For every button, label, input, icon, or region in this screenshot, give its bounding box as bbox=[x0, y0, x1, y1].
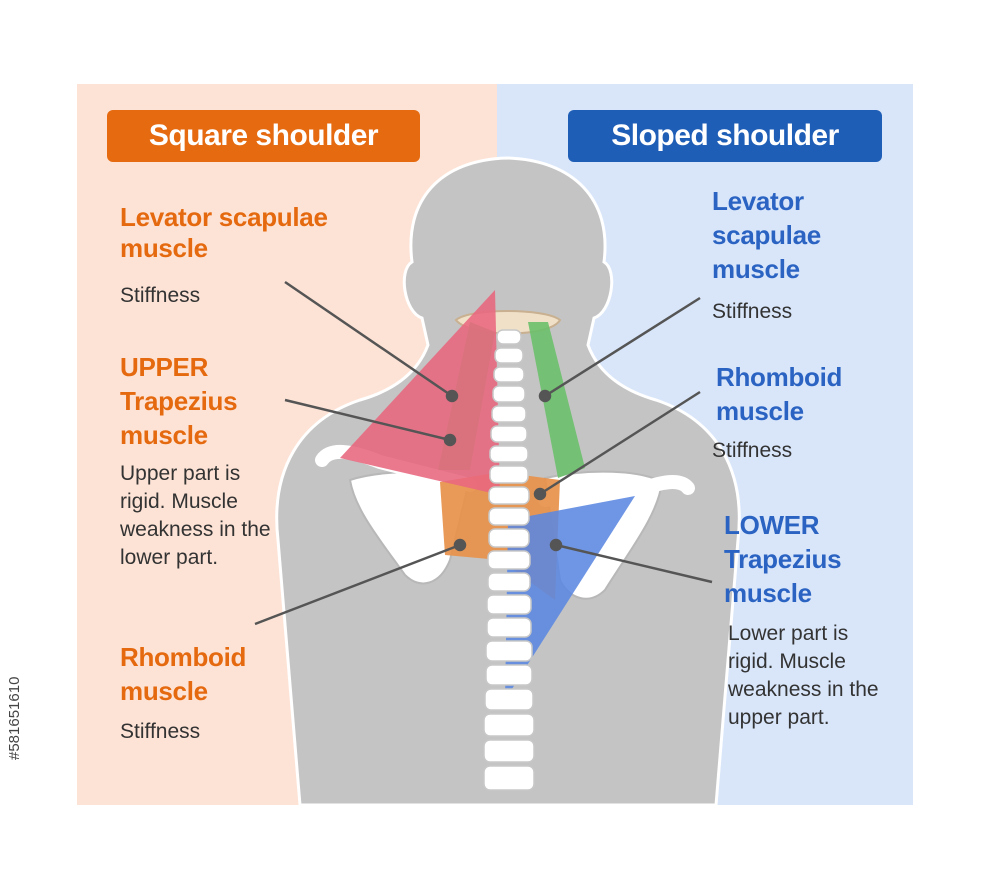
left-upper-trapezius-callout bbox=[284, 398, 451, 442]
left-rhomboid-desc: Stiffness bbox=[120, 720, 201, 743]
spine bbox=[483, 329, 535, 791]
left-levator-desc: Stiffness bbox=[120, 284, 201, 307]
left-rhomboid-callout bbox=[254, 543, 461, 626]
right-levator-desc: Stiffness bbox=[712, 300, 793, 323]
right-lower-trapezius-title-2: Trapezius bbox=[724, 544, 842, 574]
right-lower-trapezius-title-3: muscle bbox=[724, 578, 812, 608]
lower-trapezius-muscle bbox=[505, 496, 635, 700]
left-rhomboid-title-1: Rhomboid bbox=[120, 642, 247, 672]
right-clavicle bbox=[538, 475, 695, 507]
left-levator-callout bbox=[284, 280, 453, 398]
left-upper-trapezius-title-2: Trapezius bbox=[120, 386, 238, 416]
right-levator-title-3: muscle bbox=[712, 254, 800, 284]
right-rhomboid-callout bbox=[539, 390, 701, 496]
left-upper-trapezius-title-3: muscle bbox=[120, 420, 208, 450]
left-rhomboid-title-2: muscle bbox=[120, 676, 208, 706]
square-shoulder-header: Square shoulder bbox=[107, 110, 420, 162]
right-lower-trapezius-title-1: LOWER bbox=[724, 510, 820, 540]
right-rhomboid-title-1: Rhomboid bbox=[716, 362, 843, 392]
right-rhomboid-title-2: muscle bbox=[716, 396, 804, 426]
right-levator-muscle bbox=[528, 322, 585, 478]
right-rhomboid-desc: Stiffness bbox=[712, 439, 793, 462]
upper-trapezius-muscle bbox=[340, 290, 500, 495]
right-levator-title-1: Levator bbox=[712, 186, 804, 216]
right-lower-trapezius-desc: Lower part is rigid. Muscle weakness in … bbox=[728, 622, 879, 729]
right-levator-callout bbox=[544, 296, 701, 398]
right-lower-trapezius-callout bbox=[555, 543, 713, 584]
left-levator-title: Levator scapulae muscle bbox=[120, 202, 328, 263]
watermark-id: #581651610 bbox=[6, 676, 23, 760]
left-upper-trapezius-desc: Upper part is rigid. Muscle weakness in … bbox=[120, 462, 271, 569]
sloped-shoulder-header: Sloped shoulder bbox=[568, 110, 882, 162]
left-upper-trapezius-title-1: UPPER bbox=[120, 352, 209, 382]
right-levator-title-2: scapulae bbox=[712, 220, 821, 250]
